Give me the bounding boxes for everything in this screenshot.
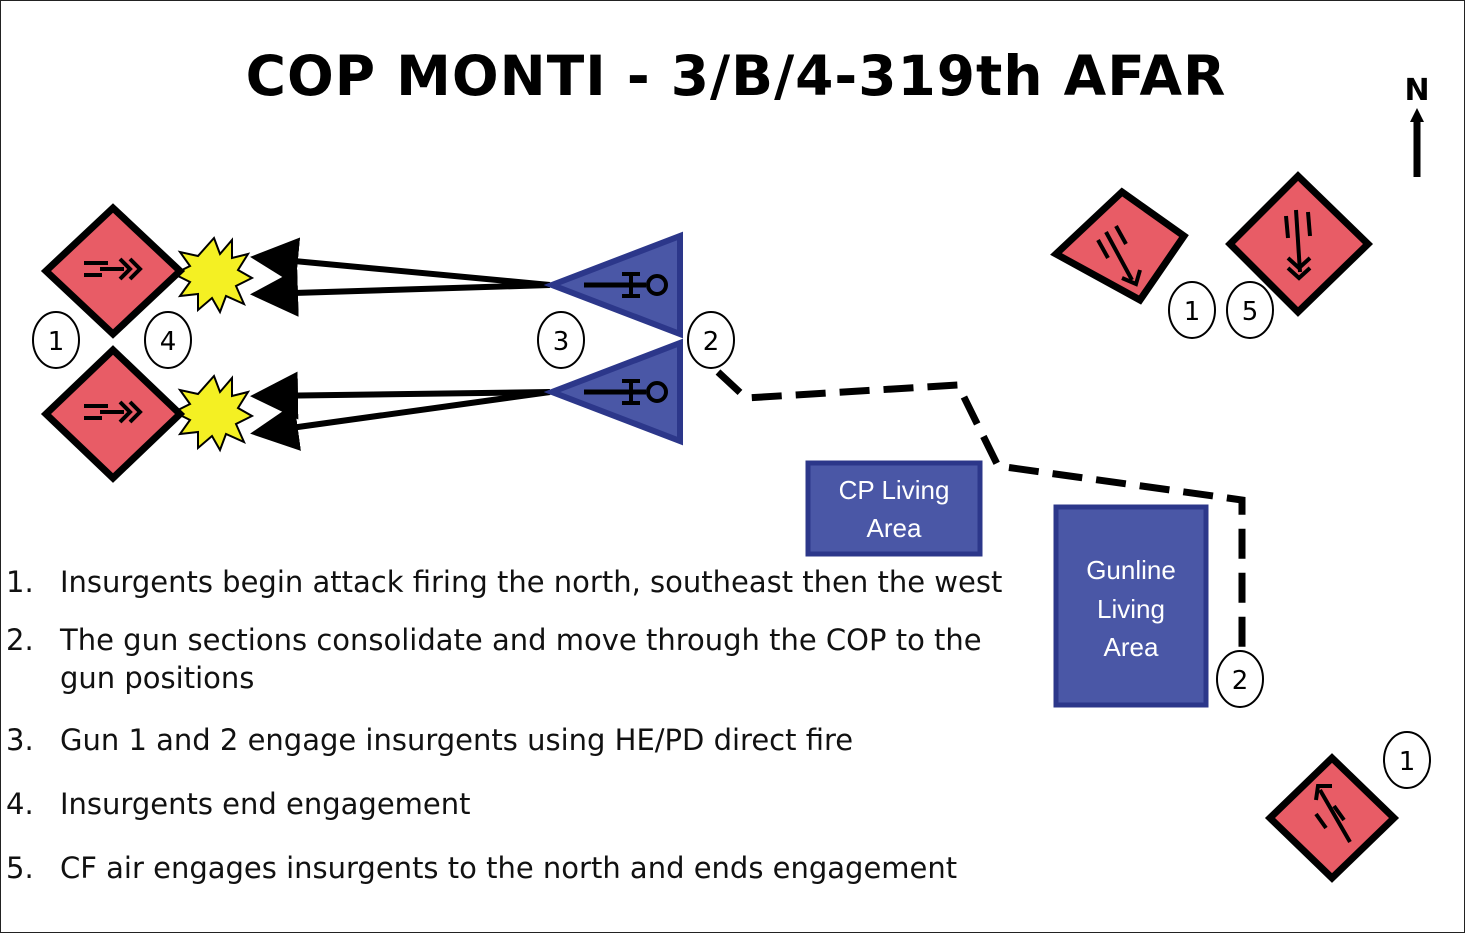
event-text: Insurgents begin attack firing the north… [60, 565, 1003, 599]
event-item-4: 4. Insurgents end engagement [6, 785, 1036, 823]
enemy-west-bottom-icon [40, 345, 186, 483]
cp-living-area-line2: Area [867, 513, 922, 543]
svg-text:2: 2 [1232, 666, 1249, 696]
gunline-living-area-line2: Living [1097, 594, 1165, 624]
enemy-west-top-icon [40, 203, 186, 339]
svg-text:1: 1 [48, 327, 65, 357]
page-title: COP MONTI - 3/B/4-319th AFAR [245, 44, 1227, 108]
fire-arrow [250, 389, 551, 451]
cp-living-area-line1: CP Living [839, 475, 950, 505]
fire-arrow [250, 268, 551, 317]
enemy-north-right-icon [1225, 171, 1374, 317]
svg-text:2: 2 [703, 327, 720, 357]
event-item-1: 1. Insurgents begin attack firing the no… [6, 563, 1036, 601]
gunline-living-area-line1: Gunline [1086, 555, 1176, 585]
svg-text:4: 4 [160, 327, 177, 357]
marker-west-enemy: 1 [32, 311, 80, 369]
fire-arrows [250, 237, 551, 451]
event-item-5: 5. CF air engages insurgents to the nort… [6, 849, 1036, 887]
marker-west-explosion: 4 [144, 311, 192, 369]
enemy-north-left-icon [1050, 187, 1189, 305]
event-text: CF air engages insurgents to the north a… [60, 851, 958, 885]
gunline-living-area-line3: Area [1104, 632, 1159, 662]
event-list: 1. Insurgents begin attack firing the no… [6, 563, 1036, 887]
svg-text:1: 1 [1399, 747, 1416, 777]
fire-arrow [250, 237, 551, 288]
north-compass: N [1404, 73, 1430, 177]
cp-living-area: CP Living Area [805, 460, 983, 557]
event-number: 2. [6, 623, 34, 657]
event-item-2: 2. The gun sections consolidate and move… [6, 621, 1036, 697]
event-number: 1. [6, 565, 34, 599]
event-text: The gun sections consolidate and move th… [60, 623, 982, 695]
marker-north-enemy-5: 5 [1226, 281, 1274, 339]
svg-text:1: 1 [1184, 297, 1201, 327]
explosion-top-icon [171, 236, 255, 315]
marker-guns-consolidate: 2 [687, 311, 735, 369]
north-arrowhead-icon [1410, 108, 1424, 122]
explosion-bottom-icon [171, 374, 255, 453]
compass-label: N [1404, 73, 1429, 108]
marker-southeast-enemy: 1 [1383, 731, 1431, 789]
svg-text:3: 3 [553, 327, 570, 357]
event-number: 4. [6, 787, 34, 821]
fire-arrow [250, 371, 551, 420]
marker-guns-engage: 3 [537, 311, 585, 369]
event-text: Insurgents end engagement [60, 787, 471, 821]
gun-2-icon [543, 338, 683, 446]
enemy-southeast-icon [1264, 753, 1400, 883]
event-number: 5. [6, 851, 34, 885]
marker-north-enemy-1: 1 [1168, 281, 1216, 339]
marker-gunline: 2 [1216, 650, 1264, 708]
gun-1-icon [543, 231, 683, 339]
svg-text:5: 5 [1242, 297, 1259, 327]
event-number: 3. [6, 723, 34, 757]
event-text: Gun 1 and 2 engage insurgents using HE/P… [60, 723, 854, 757]
event-item-3: 3. Gun 1 and 2 engage insurgents using H… [6, 721, 1036, 759]
gunline-living-area: Gunline Living Area [1053, 504, 1209, 708]
